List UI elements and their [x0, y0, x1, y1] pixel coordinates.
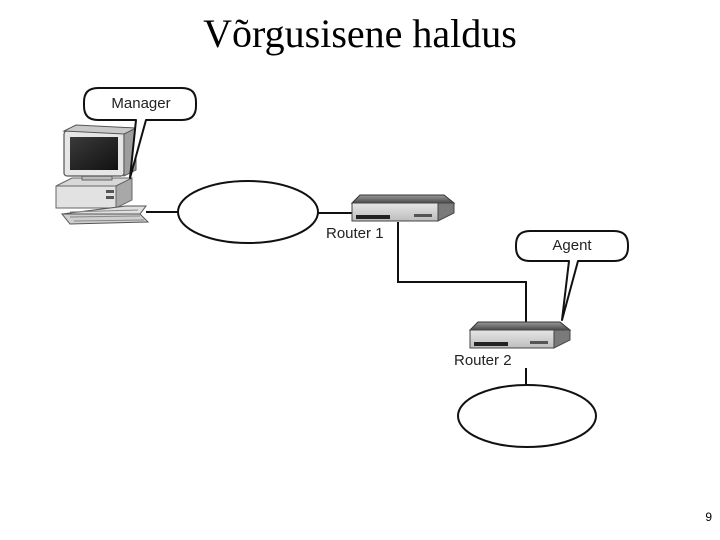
slide-title: Võrgusisene haldus [203, 11, 517, 56]
manager-label: Manager [111, 95, 170, 112]
manager-callout: Manager [83, 87, 197, 179]
link-router1-router2 [397, 222, 527, 324]
page-number: 9 [705, 510, 712, 524]
router-icon [468, 321, 572, 349]
connection-links [146, 211, 527, 385]
desktop-computer-icon [55, 124, 150, 225]
agent-callout: Agent [515, 230, 629, 321]
agent-label: Agent [552, 237, 592, 254]
router-icon [350, 194, 456, 222]
router-1-label: Router 1 [326, 225, 384, 242]
router-2-label: Router 2 [454, 352, 512, 369]
network-cloud-2 [457, 384, 597, 448]
network-cloud-1 [177, 180, 319, 244]
